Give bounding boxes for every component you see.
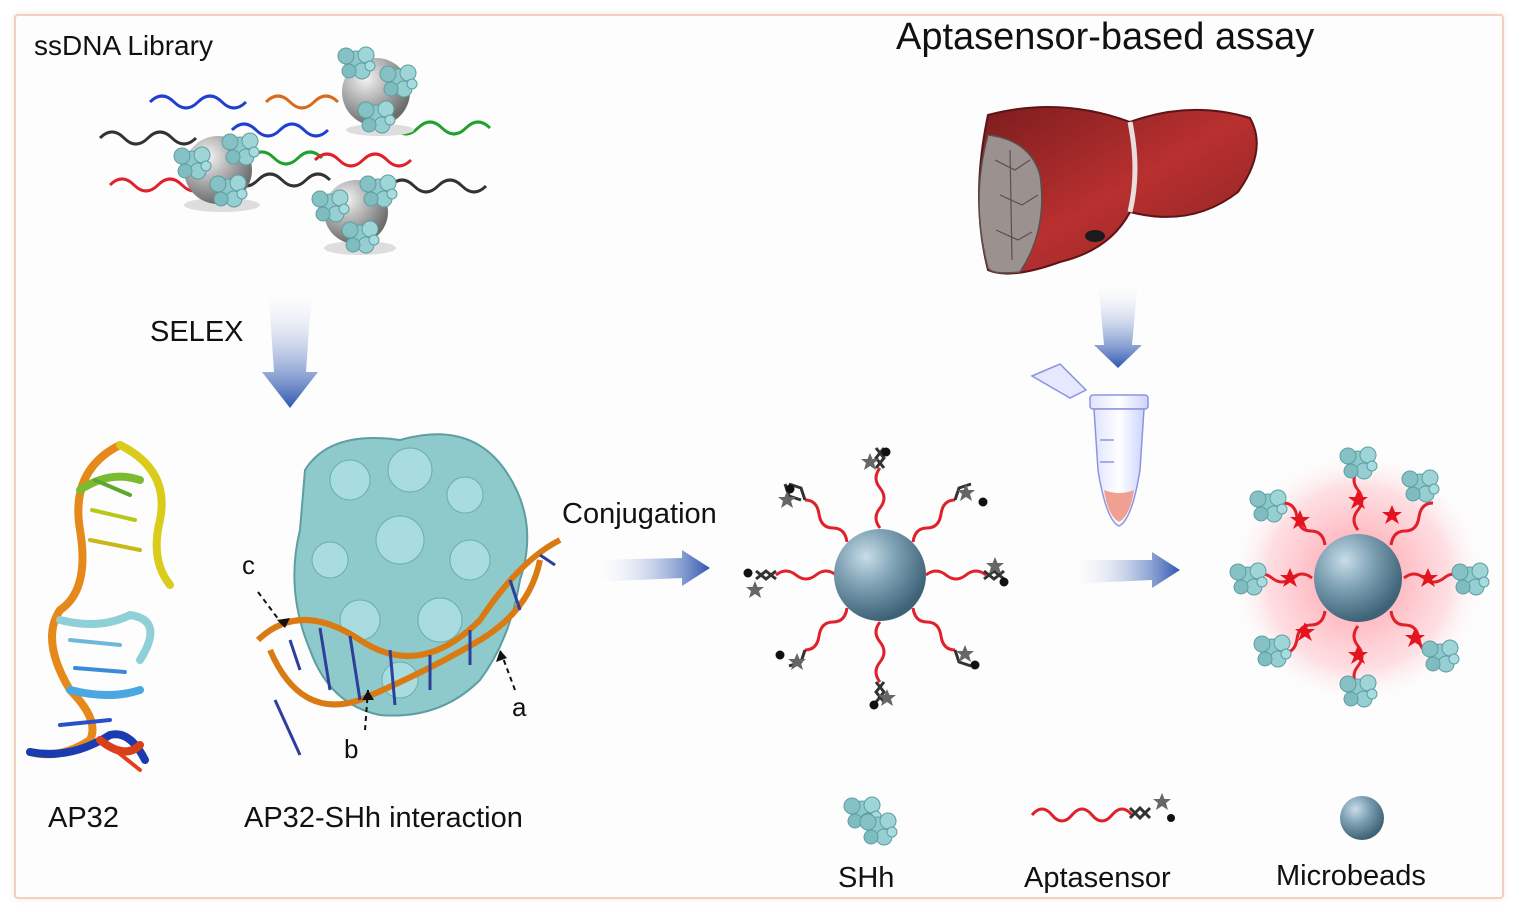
assay-result-bead bbox=[1228, 446, 1490, 708]
conjugation-arrow bbox=[592, 550, 710, 586]
legend-label-aptasensor: Aptasensor bbox=[1024, 862, 1171, 894]
figure-frame bbox=[14, 14, 1504, 899]
label-ap32-shh-interaction: AP32-SHh interaction bbox=[244, 802, 523, 834]
aptasensor-bead bbox=[743, 447, 1009, 710]
legend-label-shh: SHh bbox=[838, 862, 895, 894]
selex-arrow bbox=[262, 285, 318, 408]
marker-a: a bbox=[512, 692, 527, 722]
liver-illustration bbox=[978, 106, 1258, 275]
microbead-icon bbox=[1340, 796, 1384, 840]
shh-complex bbox=[255, 433, 562, 756]
label-ssdna-library: ssDNA Library bbox=[34, 30, 213, 61]
label-conjugation: Conjugation bbox=[562, 498, 717, 530]
ap32-structure bbox=[26, 441, 174, 772]
figure-title: Aptasensor-based assay bbox=[896, 16, 1315, 58]
library-beads bbox=[173, 46, 418, 255]
sample-arrow bbox=[1094, 280, 1142, 368]
marker-c: c bbox=[242, 550, 255, 580]
marker-b: b bbox=[344, 734, 359, 764]
label-ap32: AP32 bbox=[48, 802, 119, 834]
assay-arrow bbox=[1068, 552, 1180, 588]
legend-label-microbeads: Microbeads bbox=[1276, 860, 1426, 892]
label-selex: SELEX bbox=[150, 316, 244, 348]
shh-protein-icon bbox=[843, 796, 898, 846]
sample-tube bbox=[1030, 363, 1149, 527]
ssdna-strands bbox=[98, 94, 492, 194]
aptasensor-icon bbox=[1030, 793, 1175, 823]
